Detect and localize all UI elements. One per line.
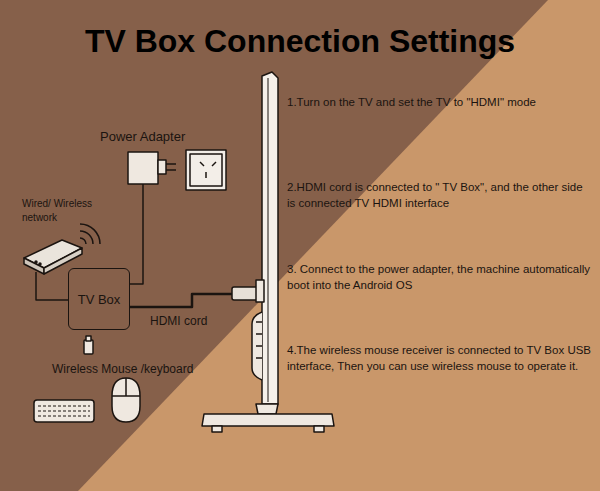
power-wire <box>130 184 143 284</box>
step-text: 3. Connect to the power adapter, the mac… <box>287 262 593 293</box>
box-label: TV Box <box>78 292 121 307</box>
router <box>24 224 100 274</box>
tv-side-view <box>202 72 334 432</box>
part-name: HDMI cord <box>150 313 240 329</box>
step-text: 4.The wireless mouse receiver is connect… <box>287 343 593 374</box>
network-wire <box>36 272 68 300</box>
power-adapter <box>128 152 176 184</box>
step-text: 2.HDMI cord is connected to " TV Box", a… <box>287 180 593 211</box>
hdmi-cable <box>130 294 232 307</box>
part-name: Wireless Mouse /keyboard <box>52 361 212 377</box>
diagram-title: TV Box Connection Settings <box>0 22 600 60</box>
usb-receiver <box>84 340 93 354</box>
part-name: Wired/ Wireless network <box>22 197 122 224</box>
dark-ground <box>0 0 548 491</box>
mouse <box>112 378 140 422</box>
wall-outlet <box>186 150 226 190</box>
device-box: TV Box <box>68 268 130 330</box>
hdmi-plug <box>232 287 258 300</box>
keyboard <box>34 400 94 422</box>
step-text: 1.Turn on the TV and set the TV to "HDMI… <box>287 95 593 111</box>
part-name: Power Adapter <box>100 128 230 146</box>
